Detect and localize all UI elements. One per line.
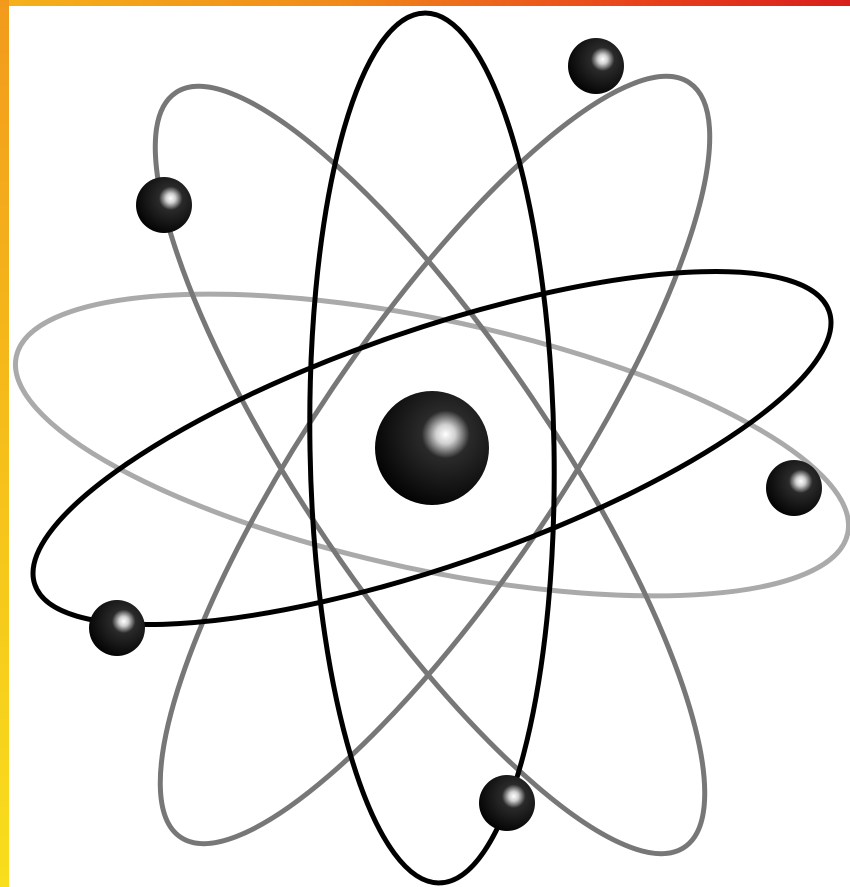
electron: [136, 177, 192, 233]
electron: [89, 600, 145, 656]
nucleus: [375, 391, 489, 505]
electron: [568, 38, 624, 94]
electron: [479, 775, 535, 831]
electron: [766, 460, 822, 516]
